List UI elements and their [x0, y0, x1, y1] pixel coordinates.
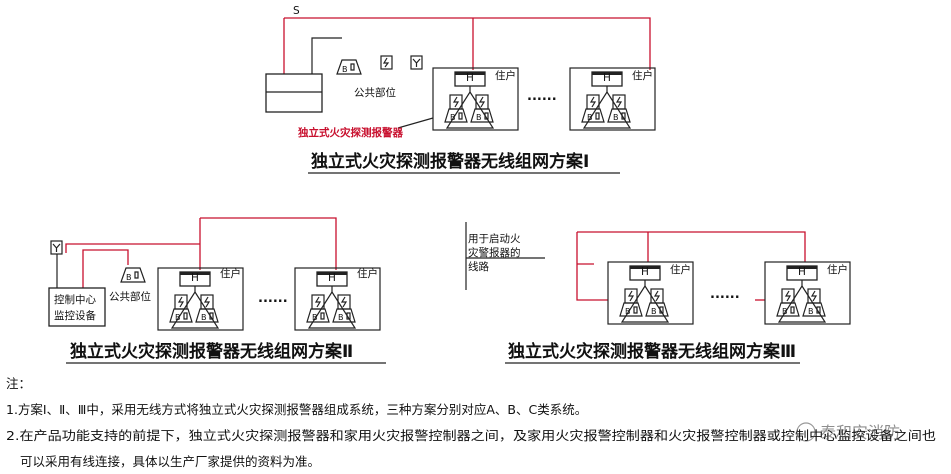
- scheme-3-title: 独立式火灾探测报警器无线组网方案Ⅲ: [508, 341, 796, 362]
- lightning-icon: [380, 55, 393, 70]
- ellipsis: ......: [527, 89, 557, 104]
- scheme-1-title: 独立式火灾探测报警器无线组网方案Ⅰ: [311, 151, 589, 172]
- public-detector-icon: [336, 59, 362, 75]
- notes-heading: 注：: [6, 376, 31, 391]
- h-label: H: [328, 272, 336, 284]
- monitor-label-line-1: 控制中心: [54, 293, 96, 306]
- h-label: H: [798, 266, 806, 278]
- h-label: H: [191, 272, 199, 284]
- watermark-text: 泰和安消防: [820, 423, 900, 442]
- bus-label: S: [293, 5, 300, 17]
- note-3: 可以采用有线连接，具体以生产厂家提供的资料为准。: [20, 454, 320, 469]
- antenna-icon: [50, 240, 63, 255]
- detector-callout: 独立式火灾探测报警器: [297, 126, 403, 139]
- scheme-2-title: 独立式火灾探测报警器无线组网方案Ⅱ: [70, 341, 353, 362]
- public-area-label: 公共部位: [354, 86, 396, 99]
- public-area-label: 公共部位: [109, 290, 151, 303]
- scheme-1: S 公共部位 住户 H ...... 住户 H 独立式火灾探测报警器 独立式火灾…: [265, 5, 655, 174]
- resident-label: 住户: [495, 69, 516, 82]
- public-detector-icon: [120, 267, 146, 283]
- monitor-box: [265, 73, 323, 113]
- notes: 注： 1.方案Ⅰ、Ⅱ、Ⅲ中，采用无线方式将独立式火灾探测报警器组成系统，三种方案…: [6, 376, 936, 469]
- ellipsis: ......: [710, 287, 740, 302]
- monitor-box: [48, 287, 106, 327]
- resident-label: 住户: [220, 267, 241, 280]
- h-label: H: [603, 72, 611, 84]
- note-2: 2.在产品功能支持的前提下，独立式火灾探测报警器和家用火灾报警控制器之间，及家用…: [6, 428, 936, 443]
- scheme-2: 控制中心 监控设备 公共部位 住户 H ...... 住户 H 独立式火灾探测报…: [48, 217, 386, 364]
- monitor-label-line-2: 监控设备: [54, 309, 96, 322]
- scheme-3: 用于启动火 灾警报器的 线路 住户 H ...... 住户 H 独立式火灾探测报…: [465, 222, 850, 364]
- line-label-3: 线路: [468, 260, 489, 273]
- wechat-icon: [796, 422, 816, 442]
- h-label: H: [641, 266, 649, 278]
- note-1: 1.方案Ⅰ、Ⅱ、Ⅲ中，采用无线方式将独立式火灾探测报警器组成系统，三种方案分别对…: [6, 402, 587, 417]
- watermark: 泰和安消防: [796, 422, 900, 442]
- resident-label: 住户: [357, 267, 378, 280]
- h-label: H: [466, 72, 474, 84]
- ellipsis: ......: [258, 291, 288, 306]
- line-label-1: 用于启动火: [468, 232, 521, 245]
- antenna-icon: [410, 55, 423, 70]
- resident-label: 住户: [632, 69, 653, 82]
- resident-label: 住户: [827, 263, 848, 276]
- line-label-2: 灾警报器的: [468, 246, 521, 259]
- resident-label: 住户: [670, 263, 691, 276]
